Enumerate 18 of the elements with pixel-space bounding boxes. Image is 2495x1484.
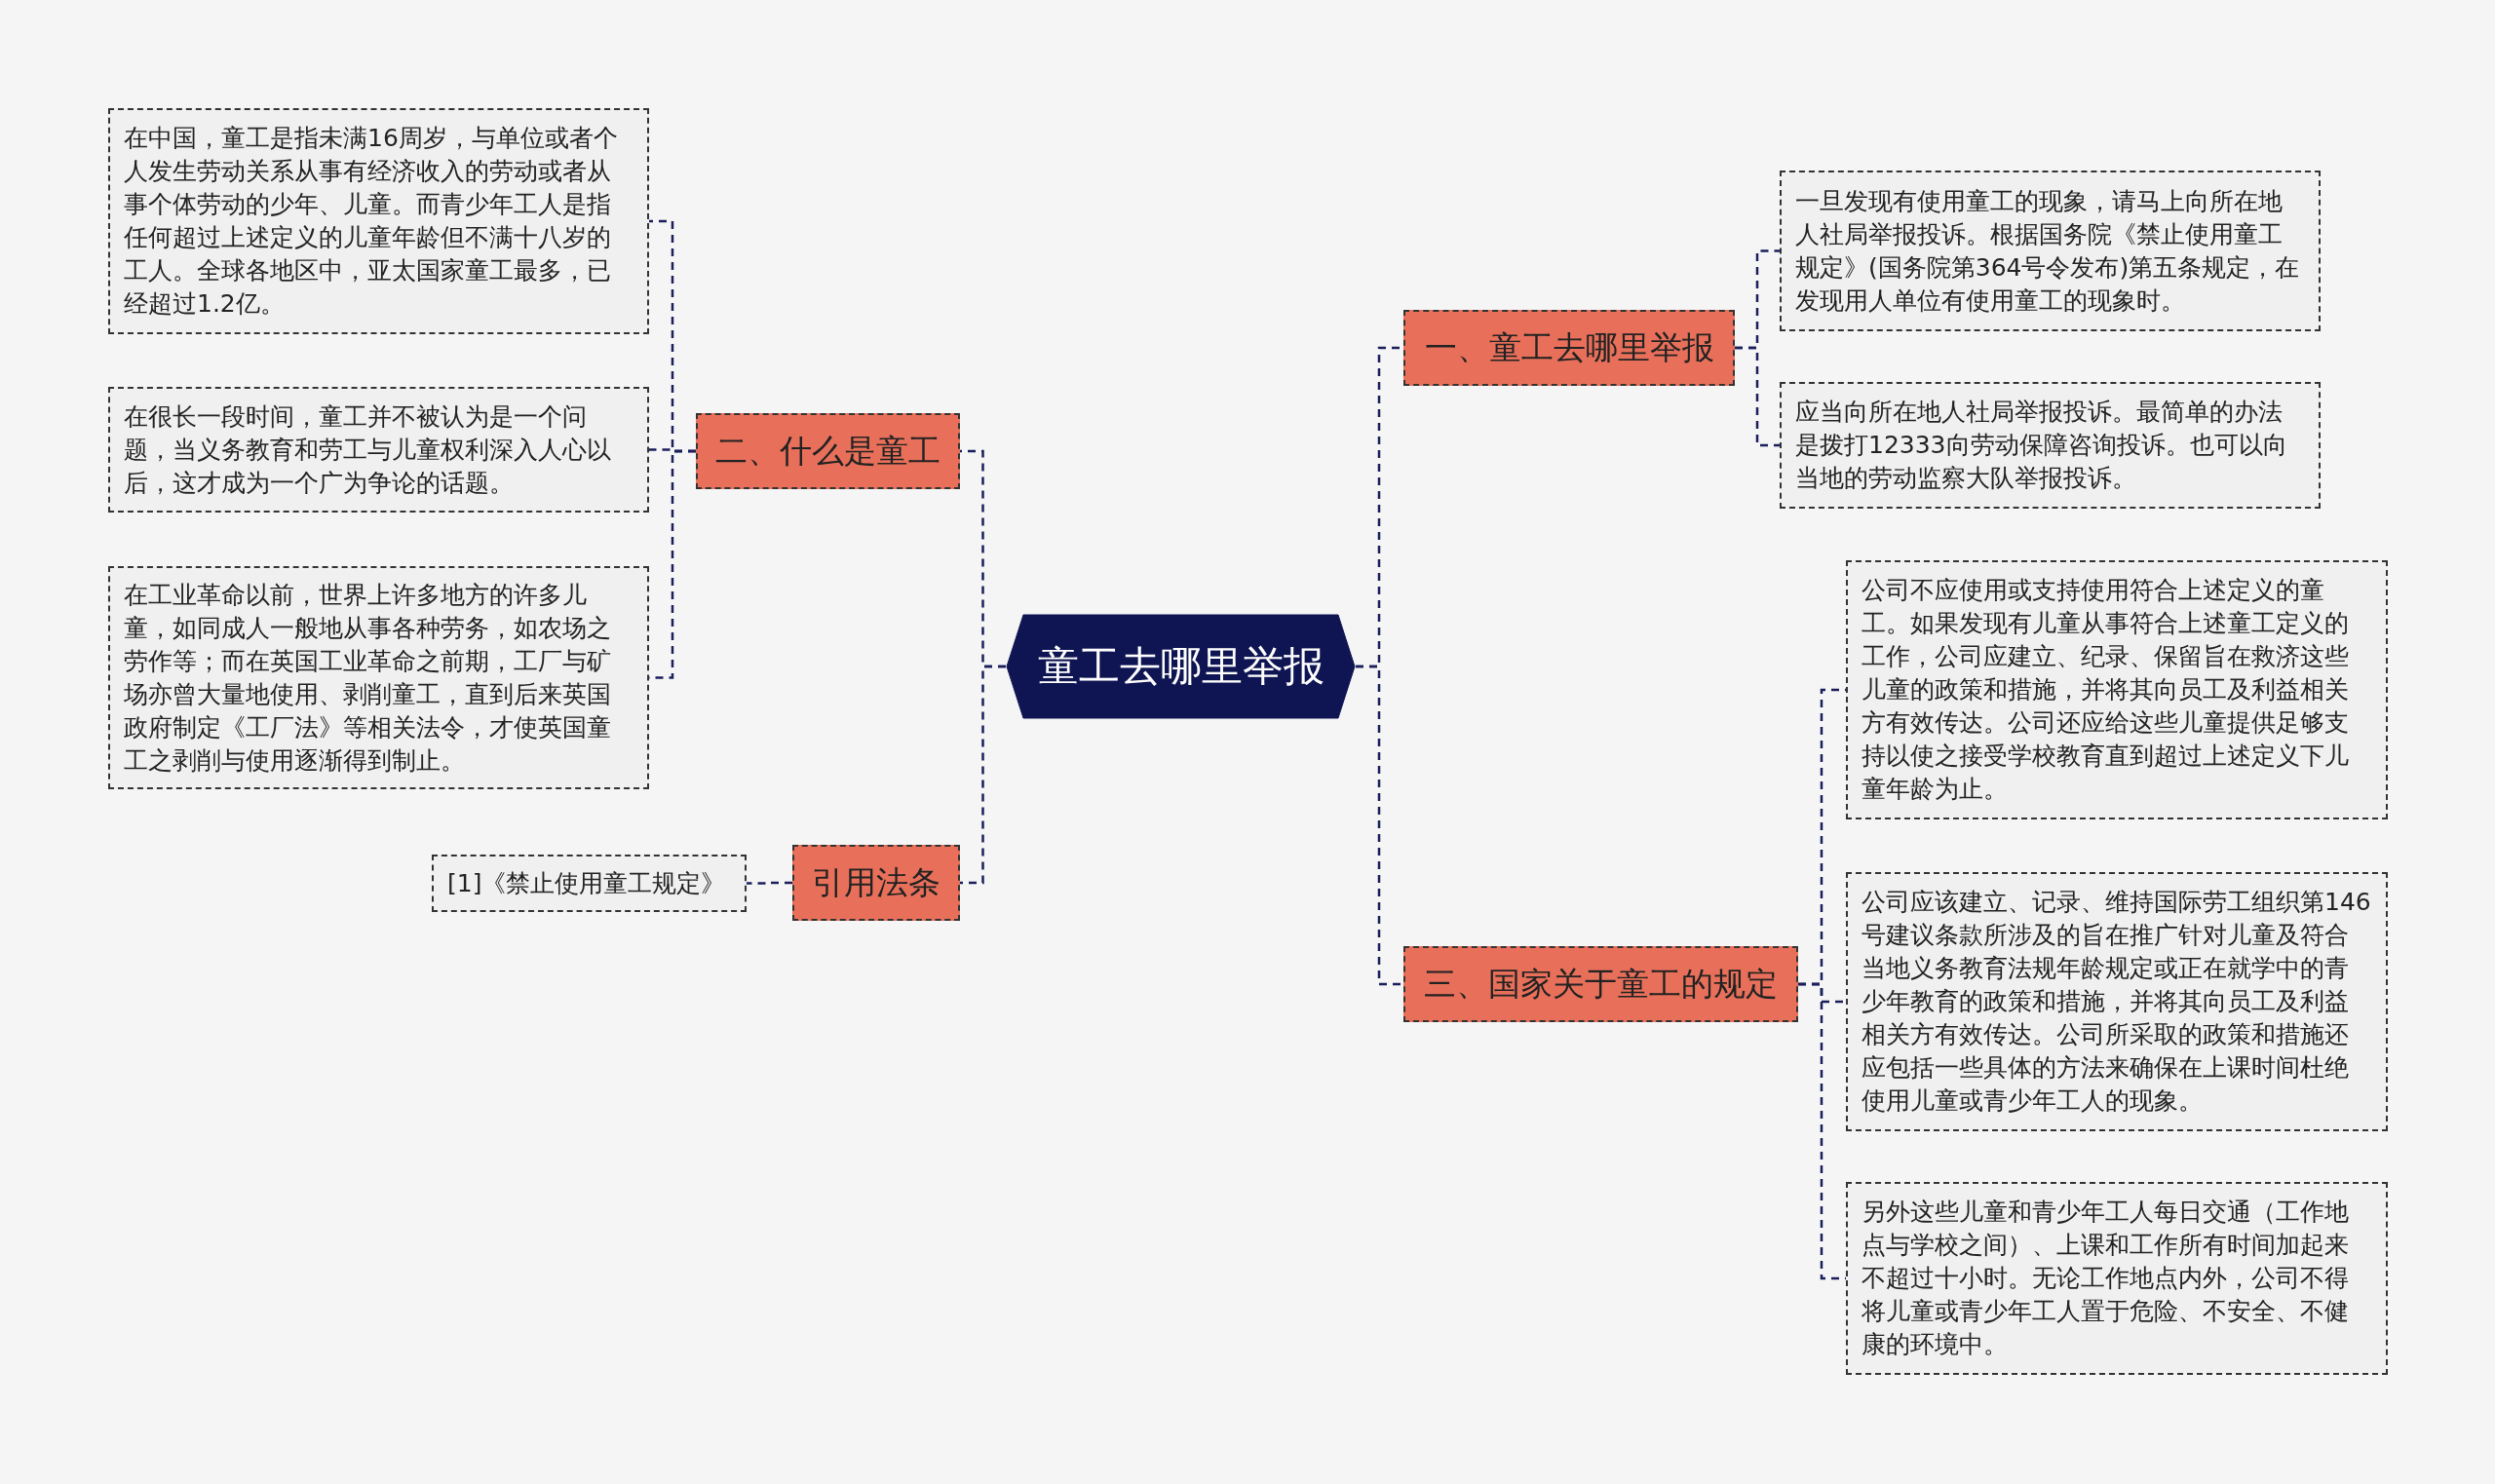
- text-box: 公司不应使用或支持使用符合上述定义的童工。如果发现有儿童从事符合上述童工定义的工作，公司应建立、纪录、保留旨在救济这些儿童的政策和措施，并将其向员工及利益相关方有效传达。公司还应给这些儿童提供足够支持以使之接受学校教育直到超过上述定义下儿童年龄为止。: [1846, 560, 2388, 819]
- text-box: 另外这些儿童和青少年工人每日交通（工作地点与学校之间）、上课和工作所有时间加起来不超过十小时。无论工作地点内外，公司不得将儿童或青少年工人置于危险、不安全、不健康的环境中。: [1846, 1182, 2388, 1375]
- connector-line: [1356, 665, 1403, 986]
- text-box: 在很长一段时间，童工并不被认为是一个问题，当义务教育和劳工与儿童权利深入人心以后，这才成为一个广为争论的话题。: [108, 387, 649, 513]
- text-box: [1]《禁止使用童工规定》: [432, 855, 747, 912]
- root-hexagon: 童工去哪里举报: [1006, 614, 1356, 719]
- text-box: 在中国，童工是指未满16周岁，与单位或者个人发生劳动关系从事有经济收入的劳动或者从事个体劳动的少年、儿童。而青少年工人是指任何超过上述定义的儿童年龄但不满十八岁的工人。全球各地区中，亚太国家童工最多，已经超过1.2亿。: [108, 108, 649, 334]
- connector-line: [960, 665, 1006, 885]
- topic-box: 一、童工去哪里举报: [1403, 310, 1735, 386]
- connector-line: [1735, 346, 1780, 447]
- text-box: 应当向所在地人社局举报投诉。最简单的办法是拨打12333向劳动保障咨询投诉。也可以向当地的劳动监察大队举报投诉。: [1780, 382, 2321, 509]
- text-box: 一旦发现有使用童工的现象，请马上向所在地人社局举报投诉。根据国务院《禁止使用童工规定》(国务院第364号令发布)第五条规定，在发现用人单位有使用童工的现象时。: [1780, 171, 2321, 331]
- topic-box: 三、国家关于童工的规定: [1403, 946, 1798, 1022]
- topic-box: 二、什么是童工: [696, 413, 960, 489]
- text-box: 公司应该建立、记录、维持国际劳工组织第146号建议条款所涉及的旨在推广针对儿童及符合当地义务教育法规年龄规定或正在就学中的青少年教育的政策和措施，并将其向员工及利益相关方有效传达。公司所采取的政策和措施还应包括一些具体的方法来确保在上课时间杜绝使用儿童或青少年工人的现象。: [1846, 872, 2388, 1131]
- topic-box: 引用法条: [792, 845, 960, 921]
- connector-line: [747, 881, 792, 885]
- text-box: 在工业革命以前，世界上许多地方的许多儿童，如同成人一般地从事各种劳务，如农场之劳作等；而在英国工业革命之前期，工厂与矿场亦曾大量地使用、剥削童工，直到后来英国政府制定《工厂法》等相关法令，才使英国童工之剥削与使用逐渐得到制止。: [108, 566, 649, 789]
